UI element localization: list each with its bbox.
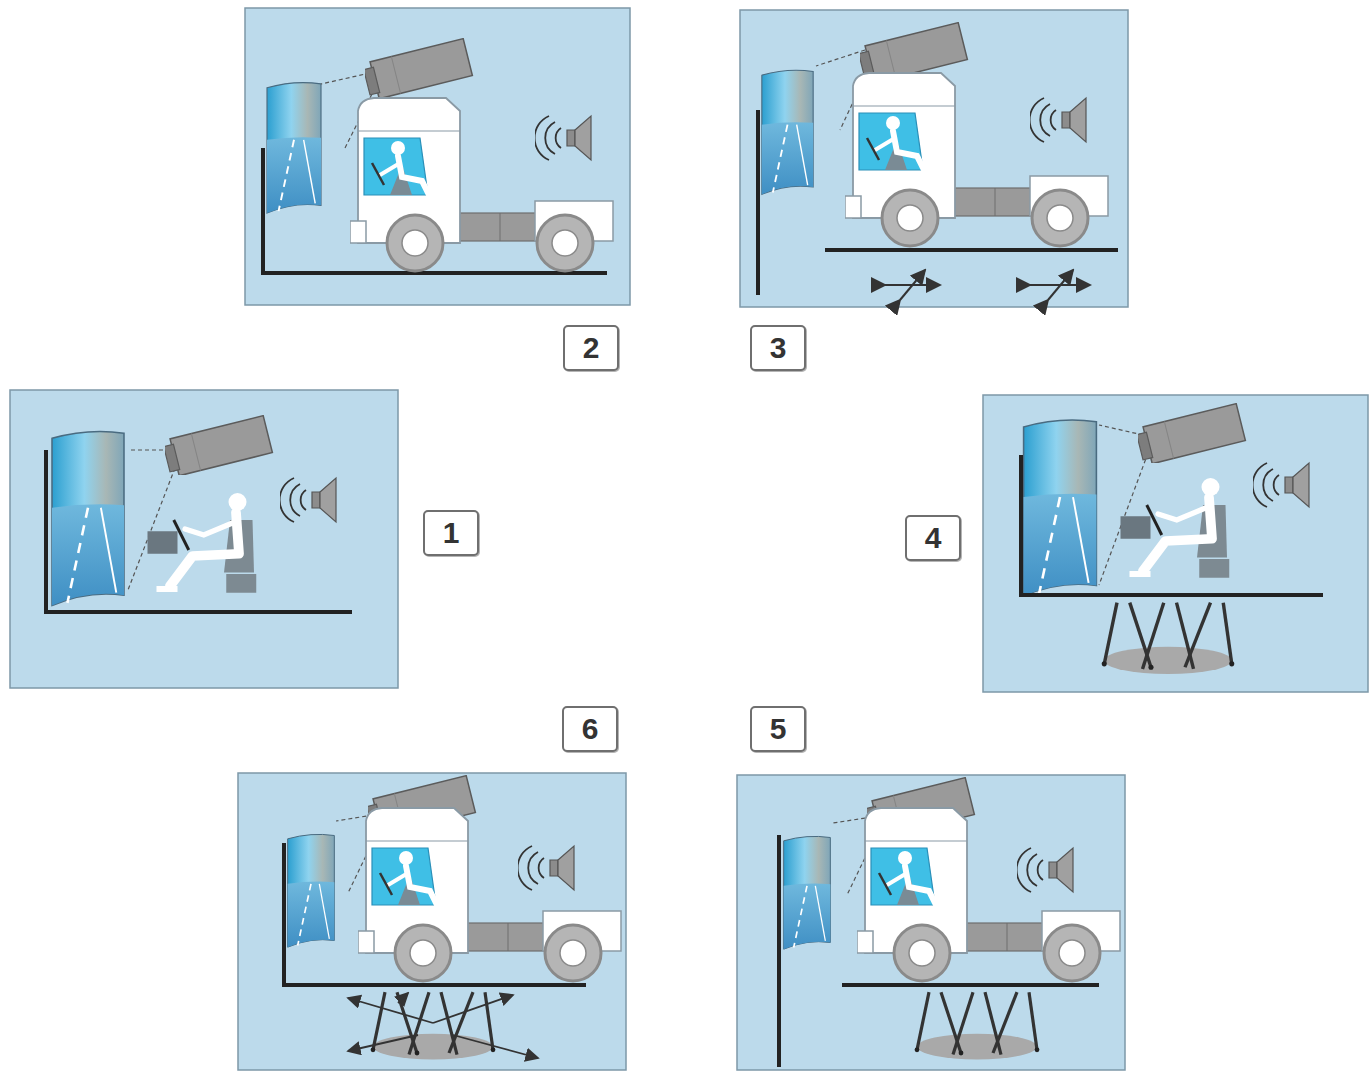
callout-number: 6 <box>582 714 599 744</box>
panel-fixed-seat <box>10 390 398 688</box>
callout-box: 2 <box>563 325 619 371</box>
panel-hexapod-seat <box>983 395 1368 692</box>
panel-fixed-truck <box>245 8 630 305</box>
panel-vibrating-truck <box>740 10 1128 307</box>
callout-box: 1 <box>423 510 479 556</box>
callout-number: 2 <box>583 333 600 363</box>
callout-box: 5 <box>750 706 806 752</box>
callout-number: 1 <box>443 518 460 548</box>
panel-hexapod-truck-motion <box>238 773 626 1070</box>
callout-box: 3 <box>750 325 806 371</box>
callout-number: 3 <box>770 333 787 363</box>
callout-box: 4 <box>905 515 961 561</box>
callout-number: 5 <box>770 714 787 744</box>
callout-box: 6 <box>562 706 618 752</box>
callout-number: 4 <box>925 523 942 553</box>
panel-hexapod-truck <box>737 775 1125 1070</box>
